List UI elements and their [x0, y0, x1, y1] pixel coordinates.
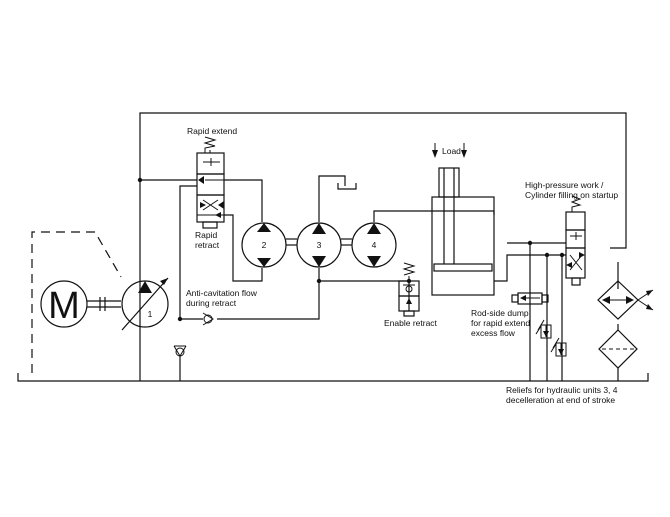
labels: Rapid extend Rapid retract Load High-pre… — [186, 126, 618, 405]
relief-valve-left — [173, 345, 187, 381]
unit-3: 3 — [296, 222, 342, 268]
tank-symbol — [337, 183, 357, 190]
label-enable-retract: Enable retract — [384, 318, 438, 328]
main-piping — [17, 112, 649, 382]
pump-1: 1 — [121, 277, 169, 331]
unit-4: 4 — [351, 222, 397, 268]
label-anticavitation-2: during retract — [186, 298, 237, 308]
relief-valve-3 — [535, 319, 552, 339]
electric-motor: M — [31, 231, 122, 373]
enable-retract-valve — [398, 262, 420, 317]
motor-letter: M — [48, 285, 80, 327]
label-reliefs-1: Reliefs for hydraulic units 3, 4 — [506, 385, 618, 395]
unit-2: 2 — [241, 222, 287, 268]
anticavitation-check-valve — [202, 312, 214, 326]
label-rod-dump-2: for rapid extend — [471, 318, 530, 328]
label-rapid-retract-1: Rapid — [195, 230, 217, 240]
label-rapid-retract-2: retract — [195, 240, 220, 250]
high-pressure-valve — [565, 195, 586, 286]
unit-3-label: 3 — [317, 240, 322, 250]
label-high-pressure-1: High-pressure work / — [525, 180, 604, 190]
relief-valve-4 — [550, 337, 567, 357]
label-rapid-extend: Rapid extend — [187, 126, 237, 136]
label-rod-dump-3: excess flow — [471, 328, 516, 338]
unit-1-label: 1 — [148, 309, 153, 319]
rod-side-dump-valve — [511, 292, 549, 305]
label-load: Load — [442, 146, 461, 156]
label-high-pressure-2: Cylinder filling on startup — [525, 190, 618, 200]
rapid-valve — [196, 136, 225, 229]
label-reliefs-2: decelleration at end of stroke — [506, 395, 615, 405]
cylinder — [431, 143, 495, 296]
unit-2-label: 2 — [262, 240, 267, 250]
unit-4-label: 4 — [372, 240, 377, 250]
heat-exchanger — [597, 280, 654, 320]
label-rod-dump-1: Rod-side dump — [471, 308, 529, 318]
filter — [598, 329, 638, 369]
label-anticavitation-1: Anti-cavitation flow — [186, 288, 258, 298]
